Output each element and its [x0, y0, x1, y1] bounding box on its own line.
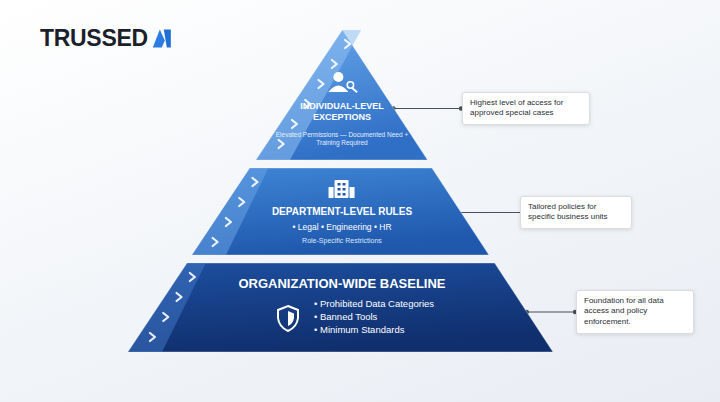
tier-text: • Prohibited Data Categories [314, 298, 484, 309]
logo-icon [153, 30, 171, 48]
chevron [345, 40, 350, 48]
tier-icon [328, 72, 357, 93]
tier-text: Role-Specific Restrictions [232, 237, 452, 245]
chevron [318, 80, 323, 88]
tier-icon [329, 180, 355, 198]
pyramid-tier: ORGANIZATION-WIDE BASELINE • Prohibited D… [128, 263, 553, 352]
tier-text: • Banned Tools [314, 311, 484, 322]
tier-title: INDIVIDUAL-LEVEL EXCEPTIONS [278, 101, 406, 123]
callout-text: Foundation for all data access and polic… [584, 296, 686, 327]
side-face [192, 168, 269, 255]
tier-text: • Minimum Standards [314, 324, 484, 335]
tier-title: DEPARTMENT-LEVEL RULES [232, 206, 452, 218]
chevron [278, 140, 283, 148]
leader-line [527, 311, 576, 312]
tier-text: Elevated Permissions — Documented Need +… [268, 131, 416, 147]
logo-mark [153, 30, 165, 48]
chevron [150, 333, 155, 341]
tier-fill [128, 263, 553, 352]
chevron [240, 198, 245, 206]
chevron [190, 273, 195, 281]
chevron [226, 218, 231, 226]
logo-text: TRUSSED [40, 25, 148, 52]
chevron [177, 293, 182, 301]
pyramid-tier: DEPARTMENT-LEVEL RULES • Legal • Engineer… [192, 168, 489, 255]
tier-text: • Legal • Engineering • HR [232, 222, 452, 232]
callout-box: Foundation for all data access and polic… [576, 290, 694, 334]
chevron [213, 238, 218, 246]
tier-fill [256, 30, 428, 160]
callout-text: Tailored policies for specific business … [528, 202, 624, 223]
callout-box: Highest level of access for approved spe… [462, 92, 590, 125]
chevron [331, 60, 336, 68]
callout-box: Tailored policies for specific business … [520, 196, 632, 229]
logo-mark [164, 30, 171, 48]
tier-title: ORGANIZATION-WIDE BASELINE [212, 276, 472, 292]
tier-fill [192, 168, 489, 255]
chevron [163, 313, 168, 321]
side-face [128, 263, 206, 352]
pyramid-tier: INDIVIDUAL-LEVEL EXCEPTIONS Elevated Perm… [256, 30, 428, 160]
chevron [253, 178, 258, 186]
leader-line [393, 108, 462, 109]
callout-text: Highest level of access for approved spe… [470, 98, 582, 119]
tier-icon [278, 306, 298, 331]
chevron [292, 120, 297, 128]
